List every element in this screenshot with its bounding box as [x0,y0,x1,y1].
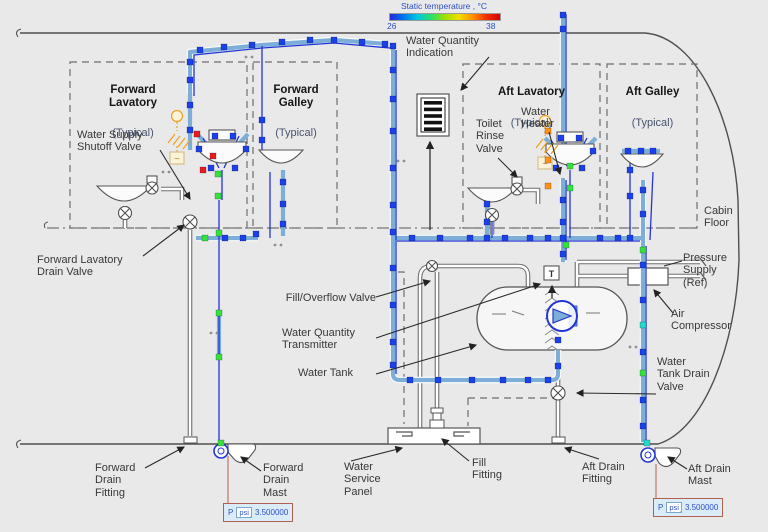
legend-max: 38 [486,21,496,31]
forward-galley-sink [257,149,305,164]
annotation-arrows [142,56,688,472]
label-fill-fitting: Fill Fitting [472,457,502,482]
readout-parameter: P [228,508,234,517]
label-air-compressor: Air Compressor [671,308,731,333]
readout-connectors [227,456,657,503]
aft-lavatory-title: Aft Lavatory (Typical) [497,86,566,129]
forward-lavatory-drain-valve-icon [182,214,198,230]
label-pressure-supply: Pressure Supply (Ref) [683,252,728,289]
water-quantity-indicator[interactable] [416,93,450,230]
forward-drain-mast-icon[interactable] [213,443,257,464]
temperature-gradient-bar [389,13,501,21]
air-compressor[interactable] [627,267,669,286]
drain-fittings [183,436,566,444]
svg-text:~: ~ [174,154,180,165]
temperature-nodes [186,11,657,447]
forward-sink-drain-valve-icon [117,205,133,221]
label-cabin-floor: Cabin Floor [704,205,733,230]
label-forward-drain-fitting: Forward Drain Fitting [95,462,136,499]
aft-mast-pressure-readout[interactable]: P psi 3.500000 [653,498,724,517]
compartment-boxes [69,61,698,426]
cabin-floor-line [43,221,700,229]
water-tank-drain-valve-icon [550,385,566,401]
aft-galley-title: Aft Galley (Typical) [625,86,680,129]
aft-sink-drain-valve-icon [484,207,500,223]
label-water-heater: Water Heater [521,106,555,131]
readout-value: 3.500000 [684,503,719,512]
label-water-quantity-indication: Water Quantity Indication [406,35,479,60]
svg-text:~: ~ [542,159,548,170]
anchor-dots [161,55,638,349]
forward-galley-title: Forward Galley (Typical) [273,84,319,140]
aft-drain-fitting-icon [551,436,566,444]
psi-unit-selector[interactable]: psi [236,507,252,518]
label-water-tank: Water Tank [298,367,354,379]
psi-unit-selector[interactable]: psi [666,502,682,513]
water-service-panel [387,407,481,445]
readout-parameter: P [658,503,664,512]
valves[interactable] [117,181,566,401]
aft-toilet-tank [556,131,584,143]
fill-overflow-valve-icon [425,259,439,273]
forward-lavatory-title: Forward Lavatory (Typical) [109,84,157,140]
fuselage-outline [16,28,740,449]
label-water-tank-drain-valve: Water Tank Drain Valve [657,356,710,393]
label-forward-lavatory-drain-valve: Forward Lavatory Drain Valve [37,254,123,279]
label-aft-drain-mast: Aft Drain Mast [688,463,731,488]
aft-galley-sink [619,153,665,168]
label-fill-overflow-valve: Fill/Overflow Valve [285,292,376,304]
label-toilet-rinse-valve: Toilet Rinse Valve [476,118,505,155]
svg-text:T: T [549,269,555,279]
legend-min: 26 [387,21,397,31]
forward-toilet-bowl [197,141,247,164]
fill-fitting[interactable] [429,407,445,429]
forward-mast-pressure-readout[interactable]: P psi 3.500000 [223,503,294,522]
aft-lavatory-sink [466,187,518,203]
label-water-service-panel: Water Service Panel [344,461,381,498]
label-forward-drain-mast: Forward Drain Mast [263,462,304,499]
readout-value: 3.500000 [254,508,289,517]
forward-lavatory-sink [95,185,153,202]
legend-title: Static temperature , °C [400,1,488,11]
quantity-transmitter-icon[interactable]: T [543,265,560,298]
label-water-supply-shutoff-valve: Water Supply Shutoff Valve [77,129,143,154]
label-water-quantity-transmitter: Water Quantity Transmitter [282,327,355,352]
forward-drain-fitting-icon [183,436,198,444]
lavatory-fixtures [95,129,665,203]
water-pump-icon[interactable] [546,300,578,332]
toilet-rinse-valve-icon [510,182,524,196]
water-supply-shutoff-valve-icon [145,181,159,195]
label-aft-drain-fitting: Aft Drain Fitting [582,461,625,486]
water-heater-forward-icon[interactable]: ~ [167,109,191,166]
